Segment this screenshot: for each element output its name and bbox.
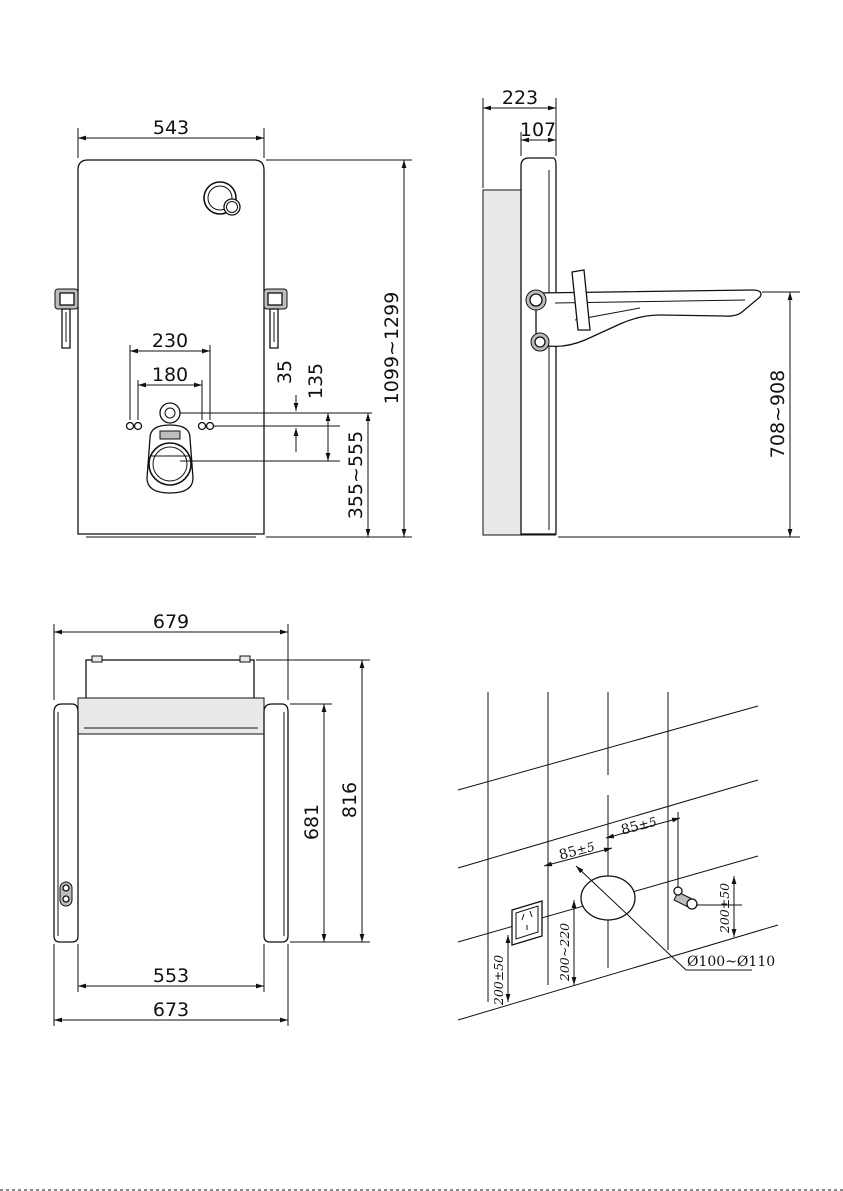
drain-pipe-icon [147,425,193,493]
water-inlet [160,403,180,423]
dim-side-depth: 223 [502,87,538,109]
dim-seat-height: 708~908 [767,370,789,458]
top-view: 679 816 681 553 673 [54,611,370,1026]
side-view: 223 107 708~908 [483,87,800,537]
water-valve-icon [674,887,697,909]
dim-drain-diameter: Ø100~Ø110 [687,954,775,970]
grab-bar-right [264,289,287,348]
dim-top-width: 679 [153,611,189,633]
dim-drain-height: 200~220 [557,923,572,982]
dim-front-height: 1099~1299 [381,292,403,405]
dim-top-frame: 681 [301,804,323,840]
tank-top [86,660,254,700]
dim-offset-medium: 135 [305,363,327,399]
grab-bar-icon [55,289,78,348]
installation-view: 85±5 85±5 200±50 200~220 200±50 Ø100~Ø11… [458,692,778,1020]
wall-frame [483,190,521,535]
dim-spacing-left: 85±5 [557,839,596,864]
dim-top-bottom-width: 673 [153,999,189,1021]
dim-top-inner-width: 553 [153,965,189,987]
seat-top [78,698,264,734]
dim-bolt-inner: 180 [152,364,188,386]
seat-arm [536,290,761,346]
dim-spacing-right: 85±5 [619,814,658,839]
dim-socket-height: 200±50 [491,955,506,1006]
power-socket-icon [512,901,542,945]
dim-top-depth: 816 [339,782,361,818]
drain-hole [581,876,635,920]
dim-valve-height: 200±50 [717,883,732,934]
dim-offset-small: 35 [274,360,296,384]
dim-outlet-height: 355~555 [345,431,367,519]
dim-front-width: 543 [153,117,189,139]
dim-bolt-outer: 230 [152,330,188,352]
front-view: 543 1099~1299 230 180 35 135 355~555 [55,117,412,537]
dim-side-frame: 107 [520,119,556,141]
